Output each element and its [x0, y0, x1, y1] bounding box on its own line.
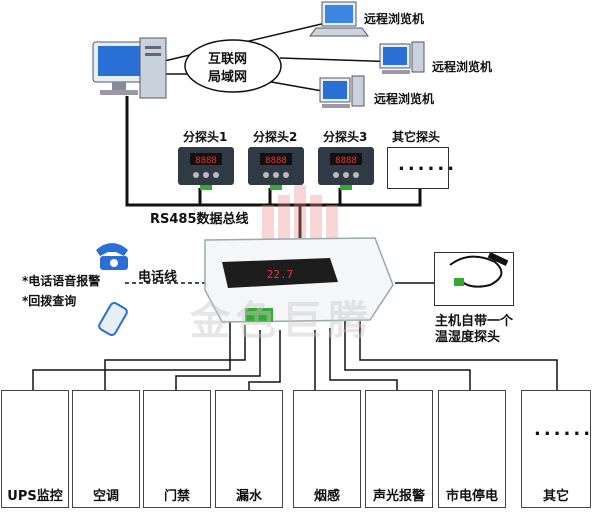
device-box-leak: 漏水: [215, 390, 283, 508]
network-label-line2: 局域网: [208, 70, 248, 85]
main-host-icon: 22.7: [204, 237, 394, 323]
desktop-icon: [379, 41, 425, 74]
svg-text:8888: 8888: [335, 156, 357, 166]
device-label: 市电停电: [445, 489, 498, 504]
remote-label: 远程浏览机: [432, 60, 493, 74]
device-box-power: 市电停电: [438, 390, 506, 508]
device-box-ac: 空调: [72, 390, 140, 508]
other-device-dots: ......: [534, 419, 594, 440]
device-box-door: 门禁: [143, 390, 211, 508]
desktop-icon: [319, 75, 365, 108]
probe-label: 分探头1: [183, 130, 228, 144]
device-label: 空调: [92, 489, 119, 504]
device-label: 其它: [542, 489, 569, 504]
device-box-alarm: 声光报警: [365, 390, 433, 508]
main-computer-icon: [92, 37, 167, 99]
device-label: 门禁: [163, 489, 190, 504]
watermark-text: 金色巨腾: [190, 298, 374, 344]
network-label-line1: 互联网: [208, 52, 248, 67]
other-probe-dots: ......: [398, 154, 458, 175]
phone-feature: *电话语音报警: [22, 274, 101, 288]
sensor-label-line1: 主机自带一个: [435, 314, 514, 329]
rs485-bus-label: RS485数据总线: [150, 212, 249, 227]
phone-feature: *回拨查询: [22, 294, 77, 308]
probe-label: 分探头2: [253, 130, 298, 144]
laptop-icon: [309, 1, 369, 37]
svg-text:8888: 8888: [195, 156, 217, 166]
remote-label: 远程浏览机: [364, 12, 425, 26]
probe-device-icon: 8888: [248, 147, 304, 190]
probe-device-icon: 8888: [178, 147, 234, 190]
device-label: UPS监控: [7, 489, 63, 504]
sensor-label-line2: 温湿度探头: [435, 330, 501, 345]
temperature-humidity-probe-icon: [449, 252, 509, 288]
phone-line-label: 电话线: [138, 270, 178, 285]
telephone-icon: [96, 243, 128, 270]
device-label: 烟感: [313, 489, 340, 504]
mobile-phone-icon: [98, 301, 128, 337]
device-label: 声光报警: [372, 489, 425, 504]
svg-text:22.7: 22.7: [267, 268, 294, 281]
probe-device-icon: 8888: [318, 147, 374, 190]
cloud-icon: [184, 39, 282, 93]
probe-label: 分探头3: [323, 130, 368, 144]
device-label: 漏水: [235, 489, 262, 504]
watermark-logo-icon: [262, 185, 338, 245]
sensor-box: [434, 252, 514, 306]
device-box-other: ...... 其它: [521, 390, 591, 508]
remote-label: 远程浏览机: [374, 92, 435, 106]
device-box-ups: UPS监控: [1, 390, 69, 508]
svg-text:8888: 8888: [265, 156, 287, 166]
other-probe-box: ......: [387, 147, 454, 189]
probe-label: 其它探头: [392, 130, 441, 144]
device-box-smoke: 烟感: [293, 390, 361, 508]
